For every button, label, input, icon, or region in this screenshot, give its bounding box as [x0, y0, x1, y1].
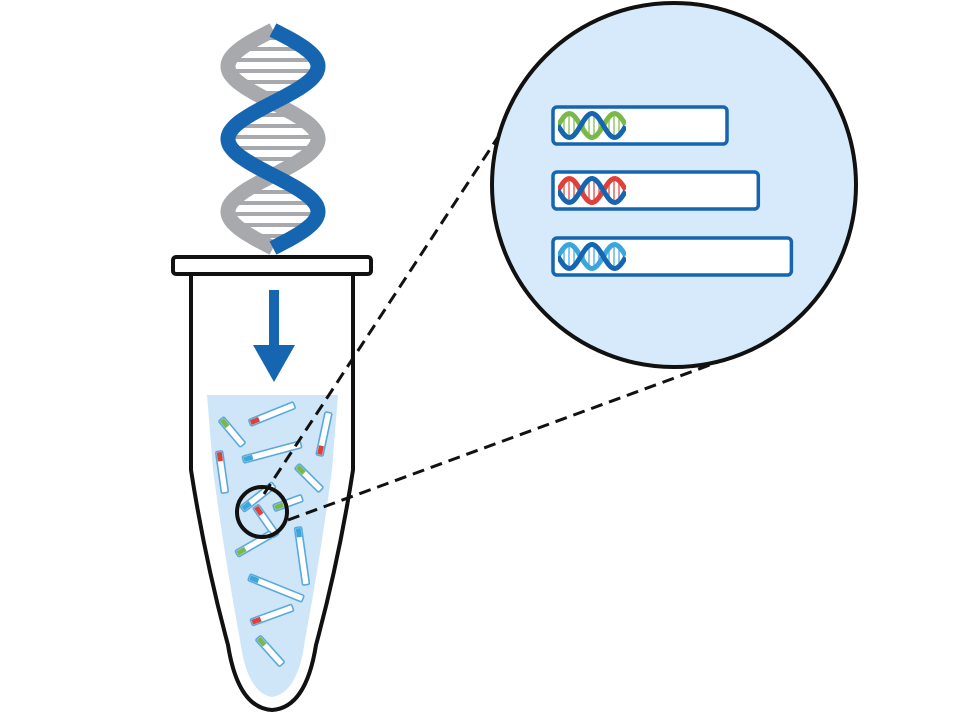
library-fragment-strand-color — [558, 175, 626, 206]
tube-fragment — [252, 504, 280, 538]
library-fragment-strand-color — [558, 241, 626, 272]
zoom-line-upper — [262, 133, 502, 495]
tube-fragment — [315, 411, 333, 457]
tube-fragment-adapter — [295, 464, 306, 475]
library-fragment — [551, 170, 761, 211]
library-fragment-strand-blue — [558, 175, 626, 206]
library-fragment-helix — [558, 175, 626, 206]
dna-double-helix-icon — [220, 23, 326, 255]
tube-fragment-body — [249, 603, 295, 627]
tube-fragment — [272, 494, 304, 512]
library-fragment-helix — [558, 241, 626, 272]
tube-fragment — [249, 603, 295, 627]
tube-fragment-adapter — [249, 575, 260, 584]
tube-fragment-adapter — [243, 454, 254, 462]
arrow-head — [253, 345, 295, 382]
tube-fragment — [247, 573, 305, 603]
arrow-shaft — [269, 290, 279, 346]
tube-fragment — [248, 401, 296, 427]
library-fragment-strand-color — [558, 110, 626, 141]
tube-fragment-adapter — [256, 636, 267, 647]
magnifier-circle-icon — [235, 485, 289, 539]
library-fragment-strand-blue — [558, 241, 626, 272]
tube-fragment-body — [315, 411, 333, 457]
tube-fragment-body — [247, 573, 305, 603]
tube-fragments — [215, 401, 333, 667]
tube-fragment — [215, 450, 229, 494]
dna-strand-gray — [220, 23, 326, 255]
tube-fragment-adapter — [219, 418, 230, 429]
tube-body — [189, 276, 355, 713]
tube-fragment-body — [215, 450, 229, 494]
microcentrifuge-tube-icon — [171, 255, 373, 713]
library-fragment — [551, 105, 729, 146]
tube-fragment-body — [241, 440, 303, 464]
tube-fragment-adapter — [236, 546, 247, 556]
zoom-fragments — [551, 105, 794, 277]
tube-fragment-adapter — [241, 501, 252, 511]
tube-fragment-adapter — [249, 416, 260, 425]
tube-fragment — [241, 440, 303, 464]
tube-fragment — [294, 463, 324, 493]
tube-fragment-adapter — [295, 527, 302, 538]
zoom-line-lower — [287, 360, 719, 522]
tube-fragment-adapter — [254, 505, 264, 516]
arrow-down-icon — [253, 290, 295, 382]
library-fragment — [551, 236, 794, 277]
tube-fragment — [218, 416, 246, 448]
tube-fragment — [255, 635, 285, 667]
tube-fragment-adapter — [273, 502, 285, 511]
library-fragment-body — [551, 170, 761, 211]
tube-fragment-body — [293, 526, 311, 586]
dna-strand-blue — [220, 23, 326, 255]
library-fragment-strand-blue — [558, 110, 626, 141]
tube-fragment-adapter — [216, 451, 223, 462]
tube-fragment-adapter — [251, 616, 262, 625]
tube-fragment — [293, 526, 311, 586]
zoom-view — [490, 1, 858, 369]
library-fragment-helix — [558, 110, 626, 141]
tube-fragment-body — [248, 401, 296, 427]
tube-rim — [171, 255, 373, 276]
tube-fragment-adapter — [317, 445, 324, 456]
